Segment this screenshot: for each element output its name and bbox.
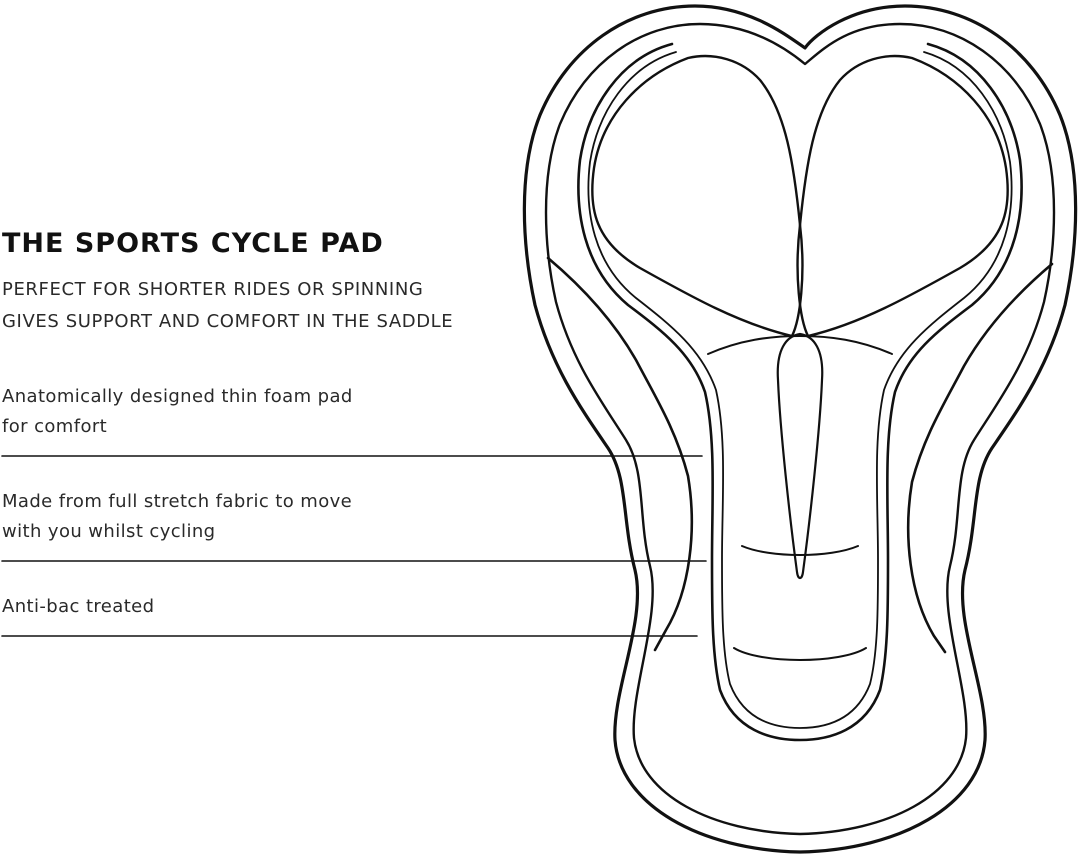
- left-side-contour: [546, 256, 694, 652]
- right-side-contour: [906, 262, 1054, 654]
- middle-cross-seam: [741, 545, 859, 556]
- page-title: THE SPORTS CYCLE PAD: [2, 228, 384, 259]
- feature-foam-line-1: Anatomically designed thin foam pad: [2, 386, 353, 407]
- pad-inner-outline: [544, 22, 1056, 836]
- feature-antibac: Anti-bac treated: [2, 596, 155, 617]
- feature-fabric-line-1: Made from full stretch fabric to move: [2, 491, 353, 512]
- right-lobe: [796, 54, 1009, 338]
- pad-outer-outline: [522, 4, 1078, 854]
- feature-fabric-line-2: with you whilst cycling: [2, 521, 216, 542]
- subtitle-line-2: GIVES SUPPORT AND COMFORT IN THE SADDLE: [2, 311, 454, 332]
- subtitle-line-1: PERFECT FOR SHORTER RIDES OR SPINNING: [2, 279, 424, 300]
- center-channel: [776, 332, 824, 580]
- left-lobe: [591, 54, 804, 338]
- foam-zone-outline: [577, 42, 1023, 742]
- upper-cross-seam: [707, 335, 893, 355]
- feature-foam-line-2: for comfort: [2, 416, 108, 437]
- foam-zone-outline-inner: [587, 51, 1013, 729]
- lower-cross-seam: [733, 647, 867, 661]
